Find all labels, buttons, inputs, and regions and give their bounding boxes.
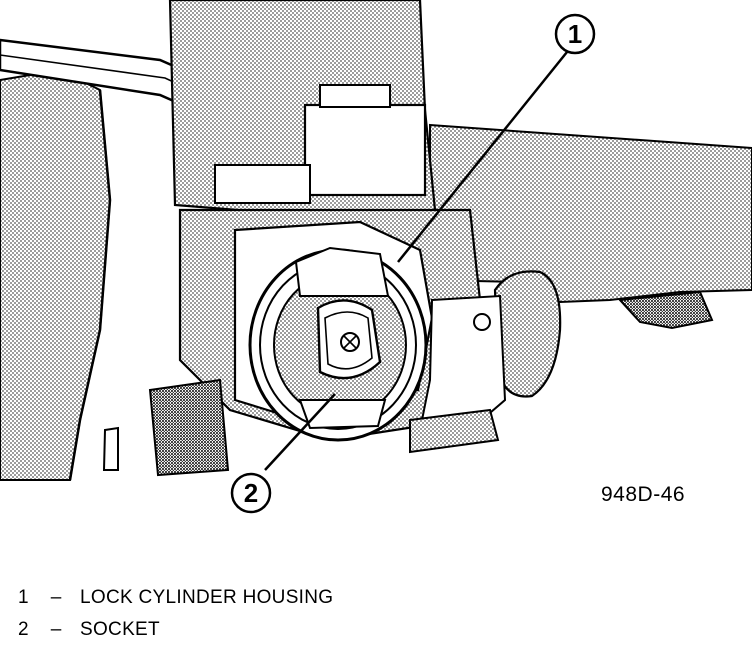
callout-2-number: 2 bbox=[244, 478, 258, 508]
wire-clip bbox=[102, 426, 119, 471]
lower-clip bbox=[148, 378, 230, 477]
connector-tab bbox=[214, 164, 311, 204]
connector-top bbox=[319, 84, 391, 108]
figure-code: 948D-46 bbox=[601, 483, 686, 506]
callout-2-leader bbox=[264, 393, 336, 471]
connector-block bbox=[303, 103, 427, 197]
callout-2: 2 bbox=[230, 472, 272, 514]
legend-dash: – bbox=[50, 587, 62, 608]
legend-item-1: 1 – LOCK CYLINDER HOUSING bbox=[18, 582, 333, 614]
column-cover bbox=[0, 68, 112, 481]
callout-1: 1 bbox=[554, 13, 596, 55]
tilt-lever bbox=[493, 270, 562, 398]
legend-number: 1 bbox=[18, 587, 29, 608]
lever-pivot bbox=[473, 313, 491, 331]
legend-item-2: 2 – SOCKET bbox=[18, 614, 333, 646]
column-cover-edge bbox=[68, 89, 112, 481]
lever-base bbox=[418, 294, 507, 431]
legend-label: LOCK CYLINDER HOUSING bbox=[80, 587, 334, 608]
legend-number: 2 bbox=[18, 619, 29, 640]
lock-cylinder-illustration: 1 2 bbox=[0, 0, 752, 514]
legend-label: SOCKET bbox=[80, 619, 160, 640]
callout-1-number: 1 bbox=[568, 19, 582, 49]
lever-collar bbox=[409, 408, 500, 454]
callout-1-leader bbox=[397, 51, 568, 263]
legend-dash: – bbox=[50, 619, 62, 640]
socket bbox=[316, 299, 382, 380]
legend: 1 – LOCK CYLINDER HOUSING 2 – SOCKET bbox=[18, 582, 333, 646]
shaft-bracket bbox=[617, 290, 714, 330]
